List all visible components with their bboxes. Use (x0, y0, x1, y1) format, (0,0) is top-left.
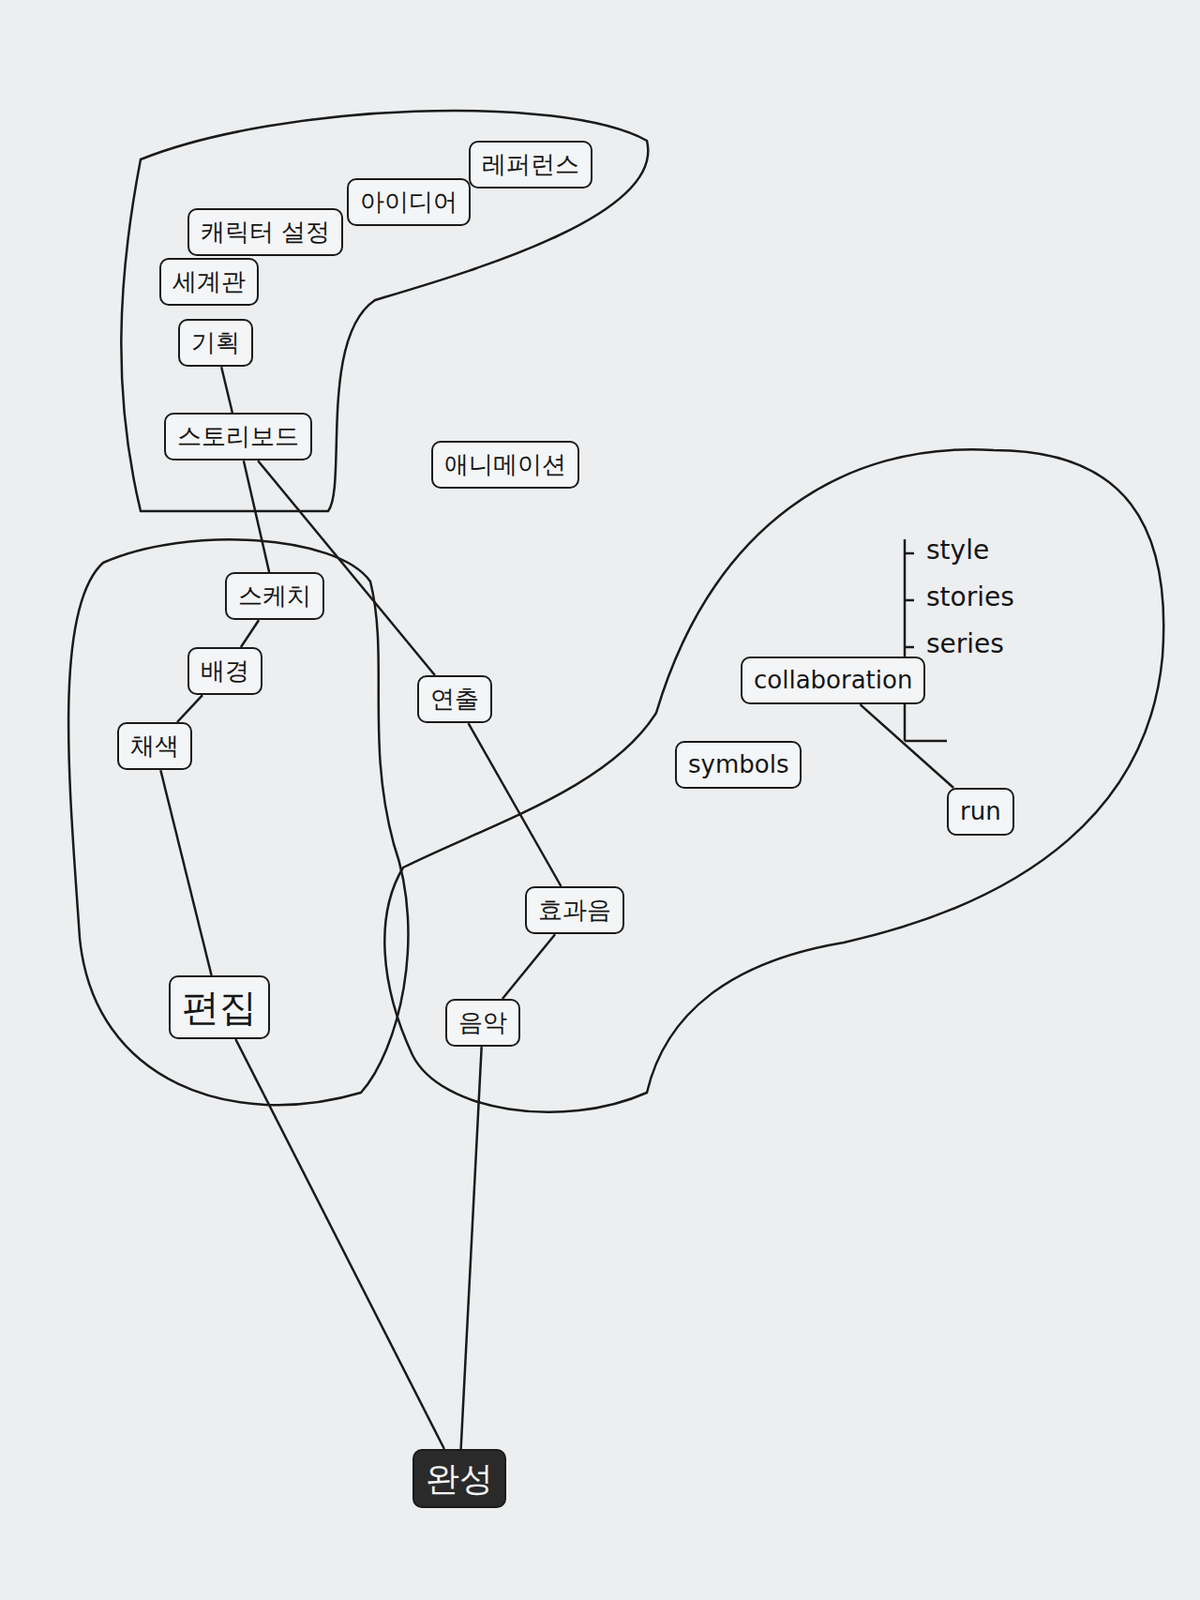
box-text: collaboration (753, 665, 913, 695)
connector (502, 933, 555, 999)
connector (243, 460, 270, 572)
box-text: symbols (688, 750, 789, 780)
box-text: 배경 (200, 656, 250, 686)
connector (240, 619, 259, 647)
connector (257, 460, 435, 675)
connector (468, 722, 562, 886)
group-blob (68, 539, 408, 1105)
sketch-box: 배경 (187, 646, 263, 695)
box-text: run (960, 796, 1002, 826)
sketch-box: 연출 (417, 675, 493, 723)
box-text: 기획 (191, 328, 240, 358)
box-text: 레퍼런스 (481, 150, 580, 180)
sketch-box: 세계관 (159, 257, 259, 306)
box-text: 효과음 (538, 895, 612, 925)
sketch-box: 음악 (445, 998, 521, 1047)
connector (221, 366, 233, 413)
box-text: 완성 (425, 1457, 494, 1499)
box-text: 채색 (130, 731, 180, 761)
connector (177, 694, 203, 722)
note-label: stories (923, 581, 1018, 613)
sketch-box: symbols (675, 740, 802, 789)
box-text: 스토리보드 (177, 421, 300, 451)
box-text: 연출 (430, 684, 480, 714)
sketch-box: run (946, 787, 1015, 836)
box-text: 음악 (458, 1007, 508, 1037)
sketch-box: 캐릭터 설정 (187, 208, 344, 256)
sketch-box: 아이디어 (346, 178, 471, 226)
sketch-box: 효과음 (525, 885, 625, 934)
group-blob (120, 110, 648, 511)
box-text: 캐릭터 설정 (200, 217, 330, 247)
sketch-box: 스토리보드 (164, 412, 313, 461)
connector (859, 704, 954, 788)
sketch-box: 완성 (412, 1448, 507, 1508)
sketch-box: collaboration (740, 656, 926, 705)
group-blob (384, 449, 1164, 1112)
sketch-box: 애니메이션 (431, 440, 580, 489)
box-text: 세계관 (172, 267, 246, 297)
note-label: series (923, 628, 1007, 660)
note-label: style (923, 534, 992, 566)
box-text: 편집 (181, 984, 257, 1030)
box-text: 애니메이션 (444, 450, 567, 480)
sketch-box: 기획 (178, 318, 254, 367)
connector (235, 1038, 445, 1449)
connector (160, 769, 211, 975)
connector (461, 1046, 482, 1449)
box-text: 아이디어 (360, 187, 458, 217)
sketch-box: 편집 (168, 975, 270, 1039)
sketch-box: 채색 (117, 721, 193, 770)
box-text: 스케치 (238, 581, 312, 611)
sketch-box: 레퍼런스 (468, 140, 593, 189)
sketch-box: 스케치 (225, 571, 325, 620)
